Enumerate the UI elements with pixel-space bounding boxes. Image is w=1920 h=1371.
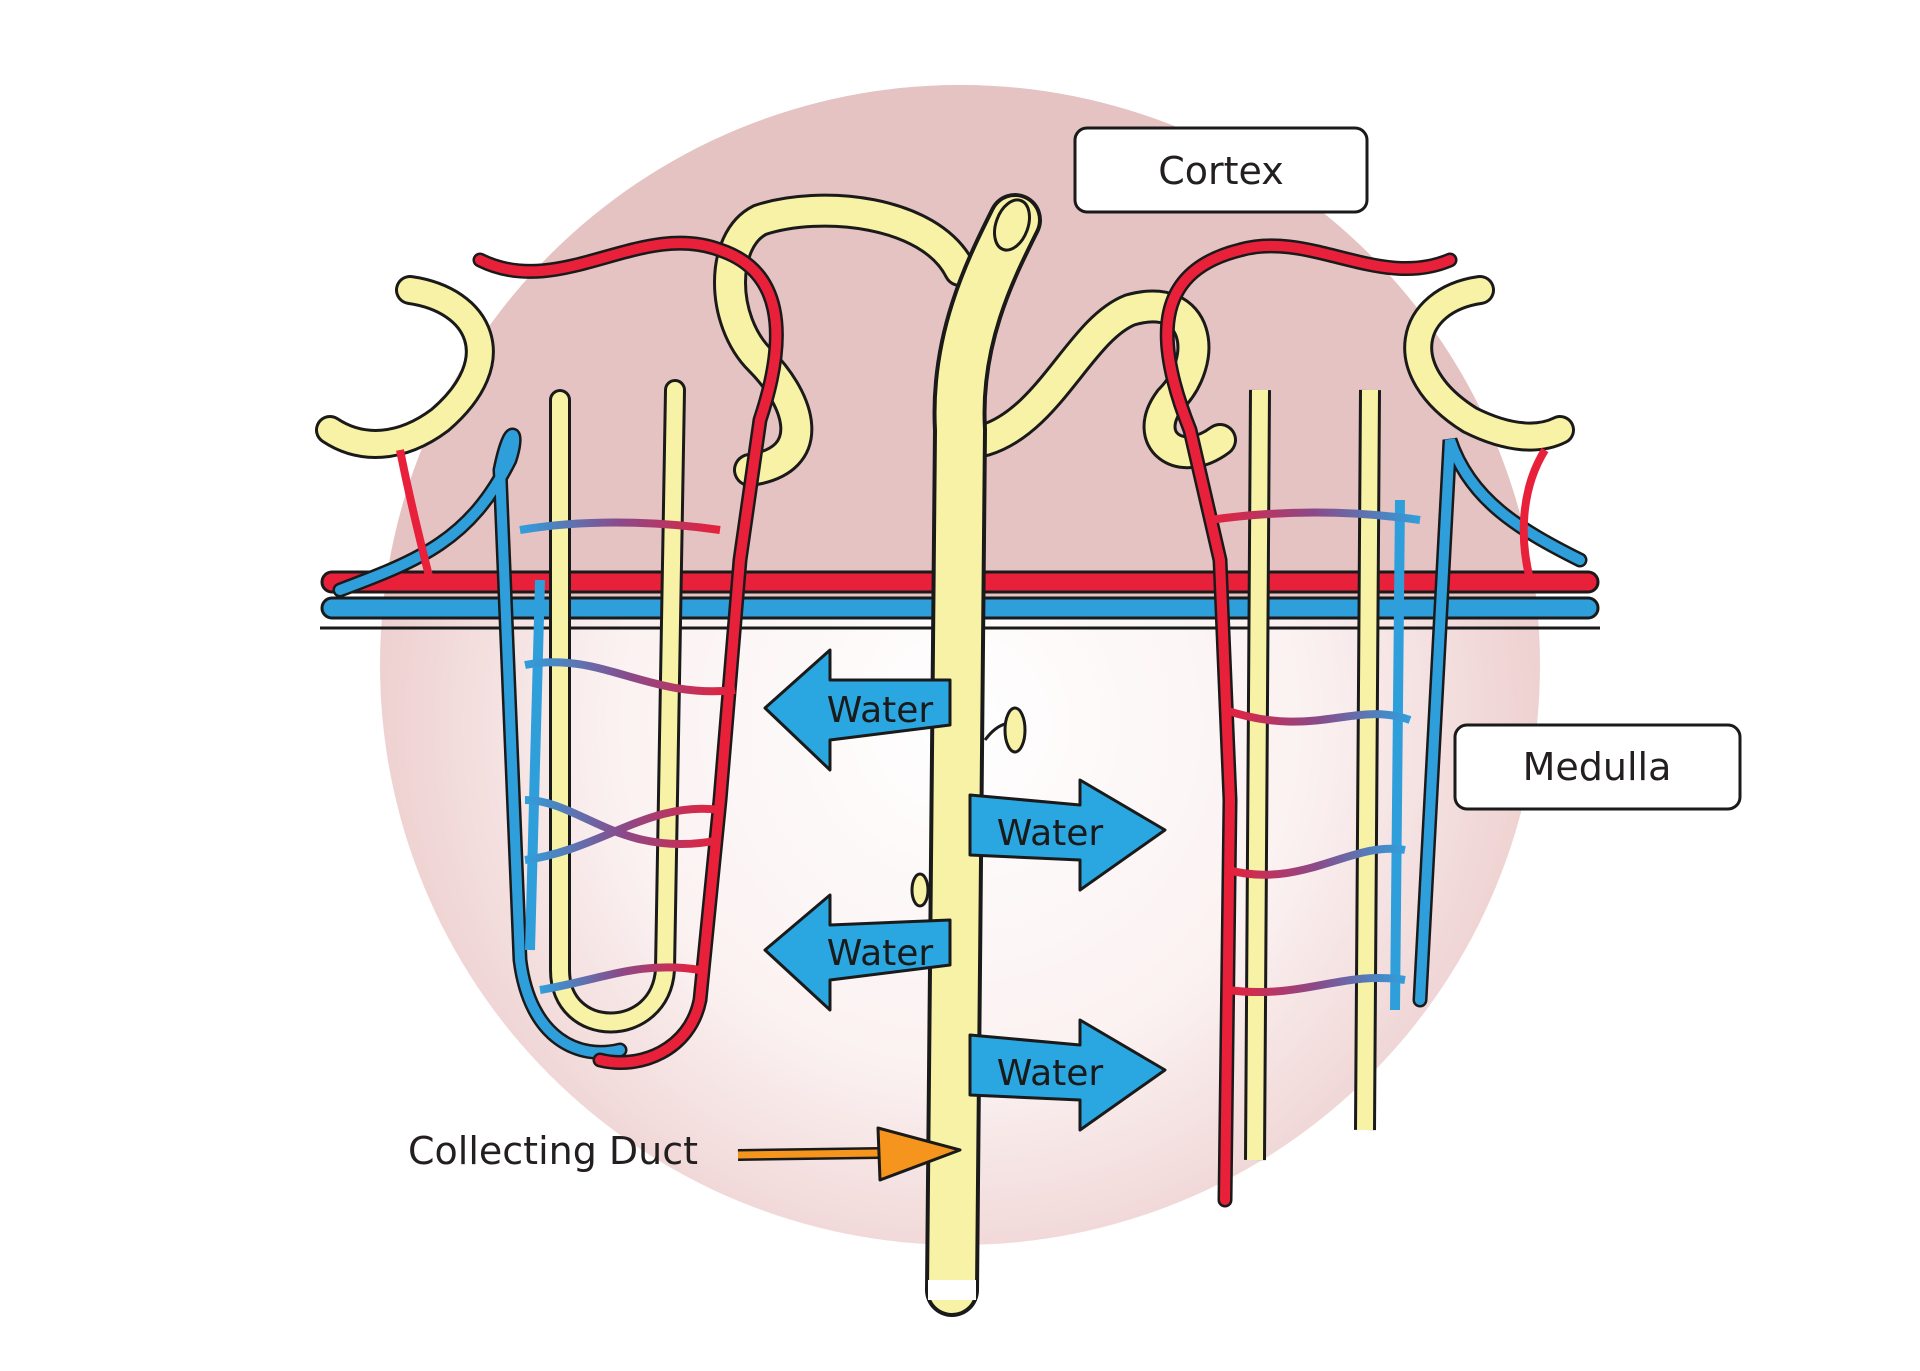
- right-vasa-recta-blue: [1415, 438, 1585, 1005]
- right-cross-3: [1226, 844, 1406, 879]
- left-nephron: [315, 193, 977, 1070]
- cortex-label-frame: [1073, 126, 1369, 214]
- orange-arrow-right-icon: [876, 1126, 962, 1182]
- water-arrow-4-label: Water: [997, 1053, 1104, 1094]
- cortex-label: Cortex: [1158, 149, 1284, 193]
- right-vasa-recta-blue-inner: [1390, 499, 1405, 1011]
- right-efferent: [1519, 447, 1549, 581]
- left-afferent: [396, 449, 434, 581]
- left-vasa-recta-blue-inner: [525, 579, 545, 951]
- water-arrow-3: Water: [763, 893, 952, 1012]
- medulla-label-box: Medulla: [1453, 723, 1742, 811]
- left-vasa-recta-blue: [335, 430, 625, 1058]
- duct-side-branch-1-opening: [1003, 706, 1027, 754]
- right-nephron: [968, 238, 1588, 1208]
- collecting-duct-label-text: Collecting Duct: [408, 1129, 698, 1173]
- medulla-label: Medulla: [1523, 745, 1672, 789]
- water-arrow-4-shape: [968, 1018, 1167, 1132]
- water-arrow-4: Water: [968, 1018, 1167, 1132]
- water-arrow-3-shape: [763, 893, 952, 1012]
- right-tubule-curl: [1406, 278, 1572, 449]
- medulla-label-frame: [1453, 723, 1742, 811]
- duct-side-branch-2-opening: [910, 872, 930, 908]
- right-tubule-1: [1247, 389, 1268, 1161]
- right-cross-4: [1227, 973, 1406, 997]
- right-capillary-red: [1162, 240, 1455, 1205]
- collecting-duct: [910, 193, 1042, 1317]
- left-distal-tubule: [716, 196, 974, 484]
- right-cross-1: [1209, 508, 1421, 524]
- duct-bottom-cut: [928, 1280, 976, 1300]
- water-arrow-3-label: Water: [827, 933, 934, 974]
- left-cross-5: [539, 963, 701, 994]
- pointer-arrow-shaft: [737, 1149, 881, 1159]
- water-arrow-2: Water: [968, 778, 1167, 892]
- right-distal-tubule: [971, 292, 1234, 467]
- left-cross-1: [519, 518, 721, 534]
- left-cross-3: [524, 796, 721, 849]
- cortex-label-box: Cortex: [1073, 126, 1369, 214]
- right-tubule-2: [1357, 389, 1378, 1131]
- right-cross-2: [1223, 706, 1412, 726]
- duct-opening-top: [993, 198, 1031, 252]
- left-cross-2: [524, 658, 736, 696]
- water-arrow-1-label: Water: [827, 690, 934, 731]
- water-arrow-2-shape: [968, 778, 1167, 892]
- water-arrow-2-label: Water: [997, 813, 1104, 854]
- left-tubule-curl: [318, 278, 492, 456]
- water-arrows: Water Water Water Water: [763, 648, 1167, 1132]
- left-capillary-red: [475, 238, 782, 1068]
- collecting-duct-label: Collecting Duct: [408, 1126, 962, 1182]
- left-cross-4: [524, 804, 721, 864]
- water-arrow-1: Water: [763, 648, 952, 772]
- water-arrow-1-shape: [763, 648, 952, 772]
